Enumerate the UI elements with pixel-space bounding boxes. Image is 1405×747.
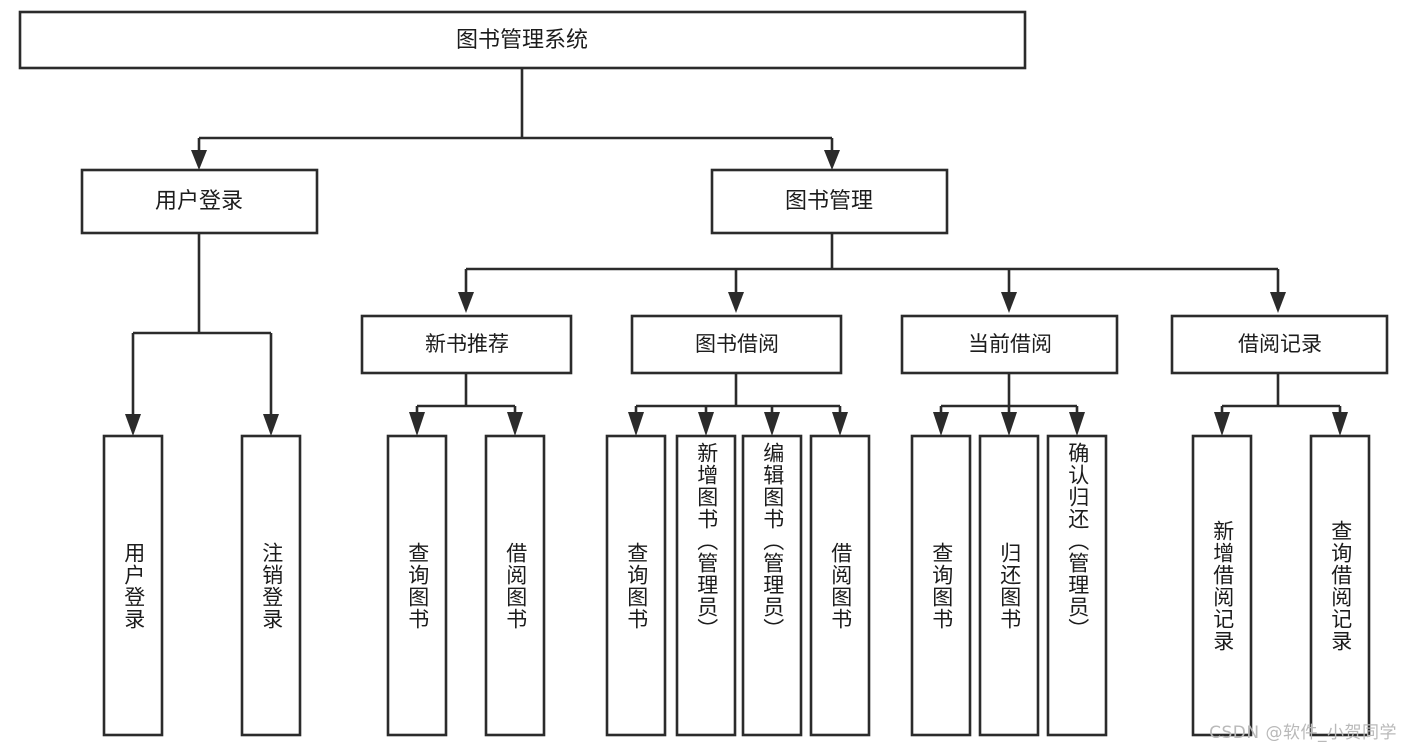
- arrow-bookmanage-c3: [1001, 292, 1017, 313]
- node-label-user-login: 用户登录: [155, 189, 243, 214]
- arrow-borrow-c3: [764, 412, 780, 436]
- watermark-text: CSDN @软件_小贺同学: [1209, 723, 1397, 743]
- node-label-book-borrow: 图书借阅: [695, 332, 779, 356]
- node-box-leaf-borrow-book-1[interactable]: [484, 434, 546, 737]
- arrow-borrow-c4: [832, 412, 848, 436]
- arrow-newbook-c2: [507, 412, 523, 436]
- node-label-new-book-recommend: 新书推荐: [425, 332, 509, 356]
- node-box-leaf-add-record[interactable]: [1191, 434, 1253, 737]
- arrow-current-c2: [1001, 412, 1017, 436]
- arrow-bookmanage-c1: [458, 292, 474, 313]
- node-box-leaf-borrow-book-2[interactable]: [809, 434, 871, 737]
- arrow-newbook-c1: [409, 412, 425, 436]
- arrow-root-to-book-manage: [824, 150, 840, 170]
- node-box-leaf-edit-book[interactable]: [741, 434, 803, 737]
- node-box-borrow-record[interactable]: [1170, 314, 1389, 375]
- arrow-userlogin-c1: [125, 414, 141, 436]
- node-label-current-borrow: 当前借阅: [968, 332, 1052, 356]
- node-box-root[interactable]: [18, 10, 1027, 70]
- arrow-current-c3: [1069, 412, 1085, 436]
- node-box-leaf-query-book-2[interactable]: [605, 434, 667, 737]
- node-box-leaf-query-record[interactable]: [1309, 434, 1371, 737]
- arrow-root-to-user-login: [191, 150, 207, 170]
- node-box-new-book-recommend[interactable]: [360, 314, 573, 375]
- arrow-bookmanage-c2: [728, 292, 744, 313]
- node-box-leaf-add-book[interactable]: [675, 434, 737, 737]
- arrow-borrow-c1: [628, 412, 644, 436]
- node-box-book-borrow[interactable]: [630, 314, 843, 375]
- arrow-bookmanage-c4: [1270, 292, 1286, 313]
- node-box-leaf-query-book-1[interactable]: [386, 434, 448, 737]
- node-box-leaf-user-login[interactable]: [102, 434, 164, 737]
- node-box-leaf-logout-login[interactable]: [240, 434, 302, 737]
- node-box-leaf-query-book-3[interactable]: [910, 434, 972, 737]
- edges-layer: [125, 69, 1348, 436]
- arrow-borrow-c2: [698, 412, 714, 436]
- node-box-user-login[interactable]: [80, 168, 319, 235]
- node-box-leaf-confirm-return[interactable]: [1046, 434, 1108, 737]
- arrow-record-c2: [1332, 412, 1348, 436]
- nodes-layer: 图书管理系统 用户登录 图书管理 新书推荐 图书借阅 当前借阅 借阅记录: [18, 10, 1389, 737]
- node-box-leaf-return-book[interactable]: [978, 434, 1040, 737]
- node-label-borrow-record: 借阅记录: [1238, 332, 1322, 356]
- arrow-userlogin-c2: [263, 414, 279, 436]
- node-label-book-manage: 图书管理: [785, 189, 873, 214]
- arrow-current-c1: [933, 412, 949, 436]
- node-label-root: 图书管理系统: [456, 28, 588, 53]
- node-box-book-manage[interactable]: [710, 168, 949, 235]
- node-box-current-borrow[interactable]: [900, 314, 1119, 375]
- arrow-record-c1: [1214, 412, 1230, 436]
